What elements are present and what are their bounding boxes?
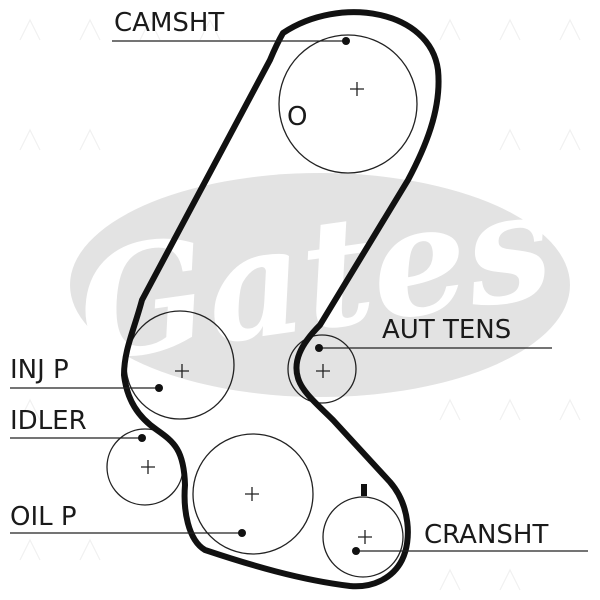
oil-pump-pulley [192, 433, 314, 555]
label-injection-pump: INJ P [10, 355, 69, 385]
crankshaft-pulley [322, 496, 404, 578]
leader-dots [138, 37, 360, 555]
auto-tensioner-pulley [287, 334, 357, 404]
idler-center-cross [141, 460, 155, 474]
label-crankshaft: CRANSHT [424, 520, 548, 550]
crankshaft-dot [352, 547, 360, 555]
camshaft-timing-mark: O [287, 102, 307, 132]
label-camshaft: CAMSHT [114, 8, 224, 38]
injection-pump-center-cross [175, 364, 189, 378]
watermark-oval [70, 173, 570, 397]
leader-lines [10, 40, 588, 552]
crankshaft-timing-tab [361, 484, 367, 496]
camshaft-center-cross [350, 82, 364, 96]
idler-dot [138, 434, 146, 442]
label-oil-pump: OIL P [10, 502, 77, 532]
timing-belt [121, 9, 442, 590]
label-idler: IDLER [10, 406, 87, 436]
camshaft-pulley [278, 34, 418, 174]
injection-pump-dot [155, 384, 163, 392]
background-pattern [19, 18, 581, 591]
gates-watermark: Gates [67, 156, 570, 397]
oil-pump-dot [238, 529, 246, 537]
camshaft-dot [342, 37, 350, 45]
oil-pump-center-cross [245, 487, 259, 501]
auto-tensioner-dot [315, 344, 323, 352]
auto-tensioner-center-cross [316, 364, 330, 378]
label-auto-tensioner: AUT TENS [382, 315, 511, 345]
crankshaft-center-cross [358, 530, 372, 544]
pulley-center-marks [141, 82, 372, 544]
